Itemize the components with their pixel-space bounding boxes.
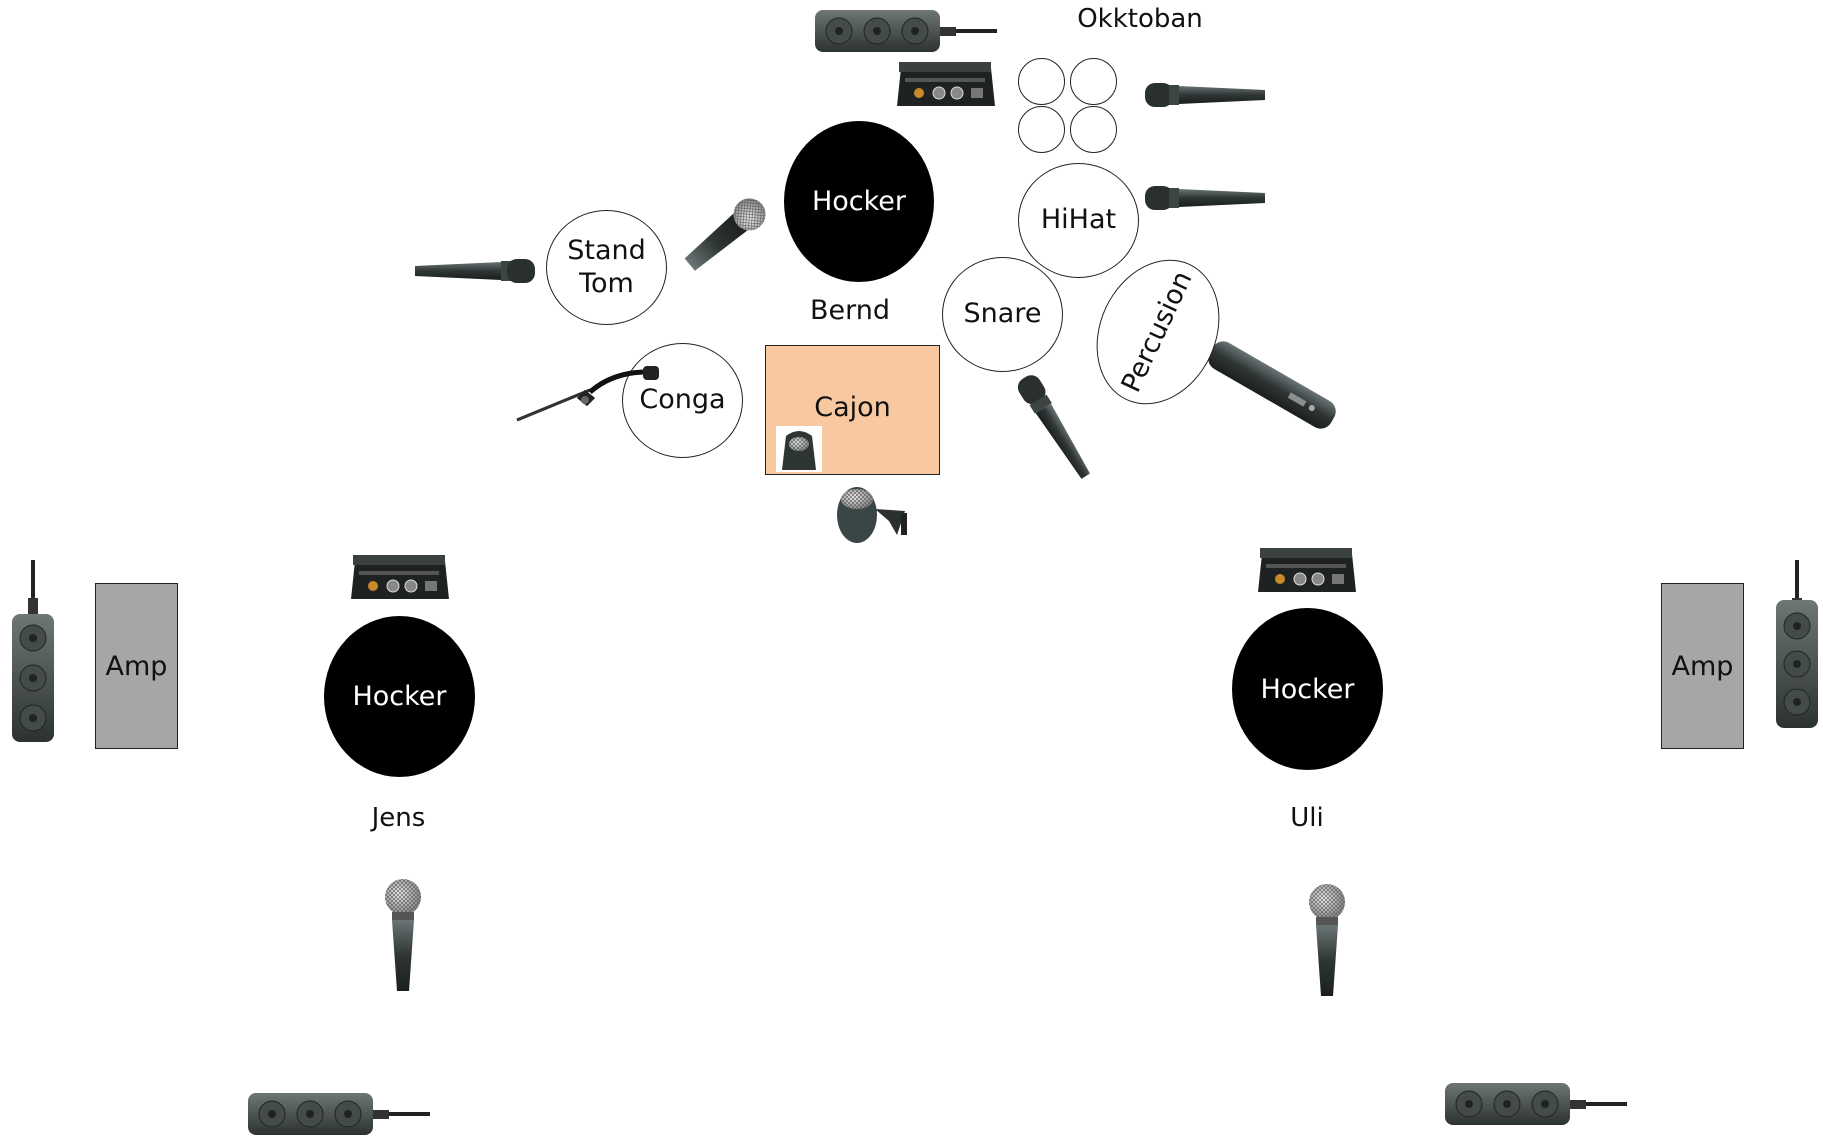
okktoban-drum <box>1018 58 1065 105</box>
hocker-label: Hocker <box>811 186 907 217</box>
conga-label: Conga <box>639 384 726 416</box>
cajon-mic-icon <box>776 426 822 472</box>
dynamic-mic-icon <box>1145 80 1267 110</box>
conga-drum: Conga <box>622 343 743 458</box>
di-box-icon <box>349 555 451 605</box>
okktoban-drum <box>1070 58 1117 105</box>
power-strip-icon <box>1774 560 1823 730</box>
power-strip-icon <box>10 560 60 745</box>
okktoban-label: Okktoban <box>1077 4 1203 34</box>
uli-label: Uli <box>1290 803 1324 833</box>
jens-label: Jens <box>371 803 426 833</box>
hihat-drum: HiHat <box>1018 163 1139 278</box>
percusion-label: Percusion <box>1115 266 1199 397</box>
hihat-label: HiHat <box>1040 204 1117 236</box>
snare-drum: Snare <box>942 257 1063 372</box>
power-strip-icon <box>248 1093 433 1138</box>
snare-label: Snare <box>963 298 1042 330</box>
amp-left: Amp <box>95 583 178 749</box>
okktoban-drum <box>1018 106 1065 153</box>
vocal-mic-icon <box>675 185 775 285</box>
vocal-mic-icon <box>378 875 428 995</box>
di-box-icon <box>895 62 997 112</box>
power-strip-icon <box>815 10 1000 55</box>
hocker-label: Hocker <box>352 681 447 712</box>
vocal-mic-icon <box>1302 880 1352 1000</box>
amp-right: Amp <box>1661 583 1744 749</box>
cajon-instrument: Cajon <box>765 345 940 475</box>
stand-tom-label-line2: Tom <box>579 267 634 299</box>
amp-label: Amp <box>1671 650 1734 682</box>
stand-tom-label-line1: Stand <box>567 235 646 267</box>
dynamic-mic-icon <box>1145 183 1267 213</box>
di-box-icon <box>1256 548 1358 598</box>
dynamic-mic-icon <box>1005 370 1105 485</box>
bernd-label: Bernd <box>809 295 890 326</box>
condenser-mic-icon <box>1200 335 1345 435</box>
power-strip-icon <box>1445 1083 1630 1128</box>
hocker-label: Hocker <box>1260 673 1355 705</box>
stand-tom-drum: Stand Tom <box>546 210 667 325</box>
cajon-label: Cajon <box>814 392 891 423</box>
hocker-seat-center: Hocker <box>784 121 934 282</box>
hocker-seat-right: Hocker <box>1232 608 1383 770</box>
dynamic-mic-icon <box>413 256 535 286</box>
clip-on-mic-icon <box>515 360 665 430</box>
amp-label: Amp <box>105 650 168 682</box>
kick-drum-mic-icon <box>835 485 920 550</box>
hocker-seat-left: Hocker <box>324 616 475 777</box>
okktoban-drum <box>1070 106 1117 153</box>
